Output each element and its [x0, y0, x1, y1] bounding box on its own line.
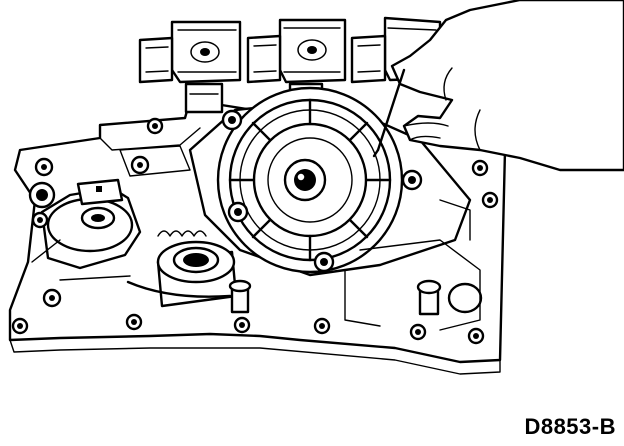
pick-tool — [376, 68, 406, 152]
solenoid-left — [138, 20, 242, 114]
bolt-holes — [11, 117, 499, 345]
figure-code: D8853-B — [524, 414, 616, 439]
left-regulator — [40, 178, 142, 270]
studs — [228, 279, 483, 316]
hand-with-pick — [372, 0, 624, 172]
servo-cover-assembly — [188, 86, 472, 277]
channel-details — [31, 145, 481, 331]
